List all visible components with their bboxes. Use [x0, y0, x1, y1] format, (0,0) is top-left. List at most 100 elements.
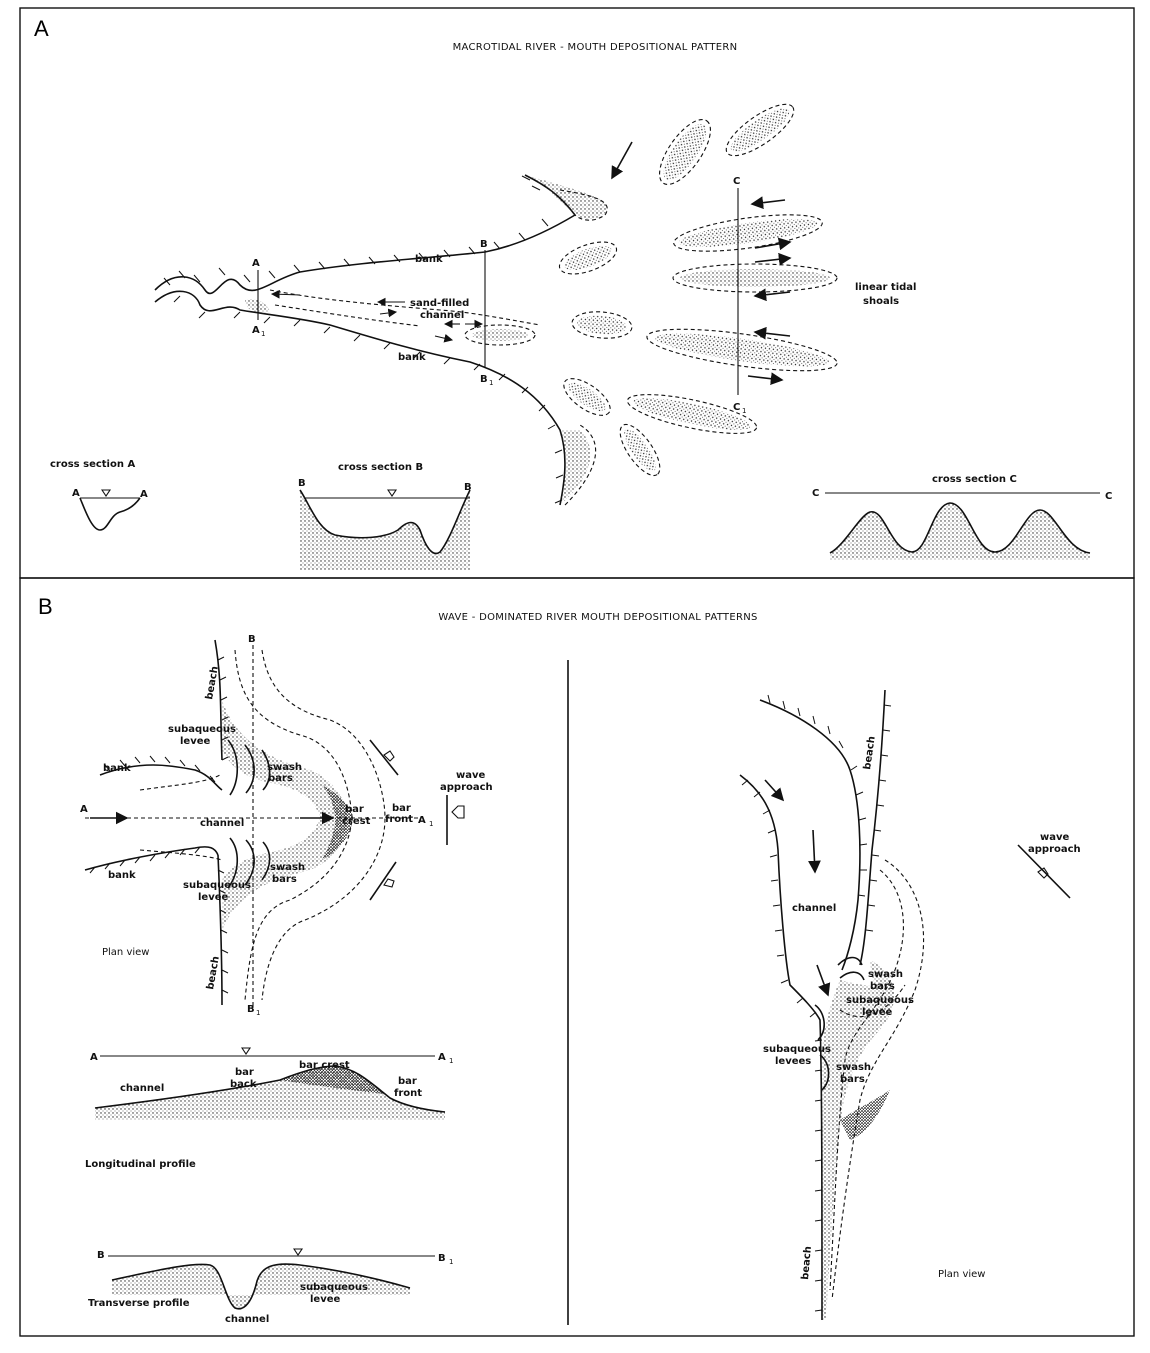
wave-approach-icon-top: [370, 740, 398, 775]
arrow-flood-small: [380, 312, 396, 314]
left-swash-top-2: bars: [268, 773, 293, 784]
right-swash-top-1: swash: [868, 969, 903, 980]
left-bar-crest-2: crest: [342, 816, 371, 827]
arrow-c-3: [755, 258, 790, 262]
sand-channel-outline: [270, 290, 540, 325]
long-bar-crest: bar crest: [299, 1060, 350, 1071]
panel-a: A MACROTIDAL RIVER - MOUTH DEPOSITIONAL …: [20, 8, 1134, 578]
long-right: A: [438, 1052, 446, 1063]
left-b-bot-sub: 1: [256, 1009, 260, 1017]
label-b1: B: [480, 374, 488, 385]
xsec-b-water-symbol: [388, 490, 396, 496]
label-bank-upper: bank: [415, 254, 443, 265]
panel-b-letter: B: [38, 594, 53, 619]
right-bank-east-hatch: [768, 695, 867, 896]
upper-mouth-shoal: [525, 175, 608, 219]
left-levee-top-2: levee: [180, 736, 211, 747]
label-shoals: shoals: [863, 296, 899, 307]
long-bar-back-1: bar: [235, 1067, 254, 1078]
trans-levee-1: subaqueous: [300, 1282, 368, 1293]
left-a1-sub: 1: [429, 820, 433, 828]
arrow-c-1: [752, 200, 785, 204]
trans-caption: Transverse profile: [88, 1298, 190, 1309]
left-wave-1: wave: [456, 770, 486, 781]
trans-right-sub: 1: [449, 1258, 453, 1266]
xsec-a-left: A: [72, 488, 80, 499]
xsec-a-right: A: [140, 489, 148, 500]
right-flow-arrow-1: [765, 780, 783, 800]
arrow-c-5: [755, 332, 790, 336]
right-levee-bot-1: subaqueous: [763, 1044, 831, 1055]
left-plan-view-label: Plan view: [102, 947, 149, 958]
xsec-a-title: cross section A: [50, 459, 135, 470]
right-levee-bot-2: levees: [775, 1056, 811, 1067]
label-c: C: [733, 176, 740, 187]
right-deposit-dense: [840, 1090, 890, 1140]
arrow-ebb-inner: [272, 294, 300, 295]
right-swash-bot-2: bars: [840, 1074, 865, 1085]
xsec-a-water-symbol: [102, 490, 110, 496]
left-bar-front-2: front: [385, 814, 413, 825]
panel-b-frame: [20, 578, 1134, 1336]
xsec-c-title: cross section C: [932, 474, 1017, 485]
left-swash-bot-2: bars: [272, 874, 297, 885]
left-b-bot: B: [247, 1004, 255, 1015]
right-wave-1: wave: [1040, 832, 1070, 843]
panel-a-letter: A: [34, 16, 49, 41]
left-plan-view: B B 1 beach beach bank bank: [80, 634, 493, 1017]
label-bank-lower: bank: [398, 352, 426, 363]
label-a: A: [252, 258, 260, 269]
panel-b-title: WAVE - DOMINATED RIVER MOUTH DEPOSITIONA…: [438, 612, 757, 623]
label-linear-tidal: linear tidal: [855, 282, 916, 293]
xsec-c-right: C: [1105, 491, 1112, 502]
label-a1: A: [252, 325, 260, 336]
wave-approach-icon-mid: [447, 795, 464, 845]
long-bar-front-2: front: [394, 1088, 422, 1099]
left-levee-bot-2: levee: [198, 892, 229, 903]
left-beach-top-label: beach: [204, 665, 221, 700]
arrow-c-6: [748, 376, 782, 380]
label-b1-sub: 1: [489, 379, 493, 387]
left-b-top: B: [248, 634, 256, 645]
long-bar-front-1: bar: [398, 1076, 417, 1087]
right-flow-arrow-2: [813, 830, 815, 872]
long-channel: channel: [120, 1083, 164, 1094]
label-a1-sub: 1: [261, 330, 265, 338]
long-left: A: [90, 1052, 98, 1063]
left-wave-2: approach: [440, 782, 493, 793]
panel-a-title: MACROTIDAL RIVER - MOUTH DEPOSITIONAL PA…: [453, 42, 738, 53]
long-bar-back-2: back: [230, 1079, 257, 1090]
left-bank-top-label: bank: [103, 763, 131, 774]
trans-water-symbol: [294, 1249, 302, 1255]
label-c1-sub: 1: [742, 407, 746, 415]
right-bank-east: [760, 700, 860, 970]
right-plan-view: beach beach channel swash bars subaqueou…: [740, 690, 1081, 1320]
xsec-a-profile: [80, 498, 140, 530]
upper-bank-hatch: [164, 176, 548, 285]
right-flow-arrow-3: [817, 965, 828, 995]
label-c1: C: [733, 402, 740, 413]
left-levee-top-1: subaqueous: [168, 724, 236, 735]
upper-bank-line: [155, 175, 575, 293]
right-swash-top-2: bars: [870, 981, 895, 992]
xsec-b-left: B: [298, 478, 306, 489]
right-wave-2: approach: [1028, 844, 1081, 855]
arrow-c-2: [755, 242, 790, 248]
right-plan-view-label: Plan view: [938, 1269, 985, 1280]
label-channel: channel: [420, 310, 464, 321]
trans-right: B: [438, 1253, 446, 1264]
right-channel-label: channel: [792, 903, 836, 914]
trans-channel: channel: [225, 1314, 269, 1325]
label-b: B: [480, 239, 488, 250]
linear-tidal-shoals: [555, 96, 839, 482]
left-mouth-bar: [222, 700, 348, 930]
left-bar-front-1: bar: [392, 803, 411, 814]
label-sand-filled: sand-filled: [410, 298, 469, 309]
right-swash-bar-1: [838, 958, 862, 966]
left-bar-crest-1: bar: [345, 804, 364, 815]
right-beach-bot-label: beach: [800, 1246, 814, 1281]
right-beach-top-label: beach: [862, 735, 878, 770]
left-a-label: A: [80, 804, 88, 815]
long-caption: Longitudinal profile: [85, 1159, 196, 1170]
